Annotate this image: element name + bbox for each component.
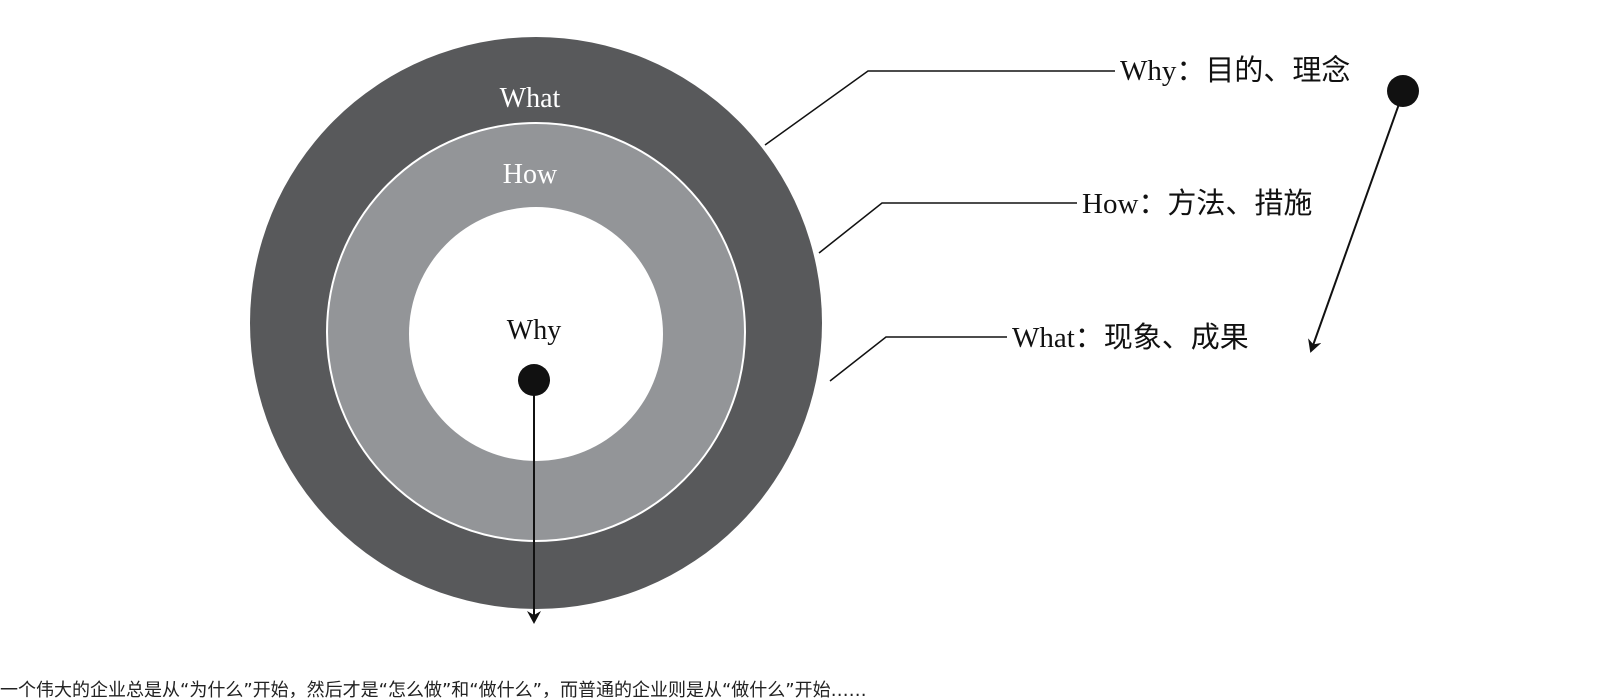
legend-why-label: Why：目的、理念: [1120, 54, 1350, 87]
legend-what-label: What：现象、成果: [1012, 321, 1249, 354]
center-dot: [518, 364, 550, 396]
leader-line-what: [829, 336, 1007, 382]
diagonal-arrow: [1308, 103, 1400, 353]
middle-ring-label: How: [503, 159, 558, 190]
legend-how-label: How：方法、措施: [1082, 187, 1312, 220]
caption-text: 一个伟大的企业总是从“为什么”开始，然后才是“怎么做”和“做什么”，而普通的企业…: [0, 680, 867, 698]
inner-circle-why: [409, 207, 663, 461]
right-dot: [1387, 75, 1419, 107]
inner-circle-label: Why: [507, 315, 561, 346]
leader-line-how: [818, 202, 1077, 254]
outer-ring-label: What: [500, 83, 561, 114]
leader-line-why: [764, 70, 1115, 146]
